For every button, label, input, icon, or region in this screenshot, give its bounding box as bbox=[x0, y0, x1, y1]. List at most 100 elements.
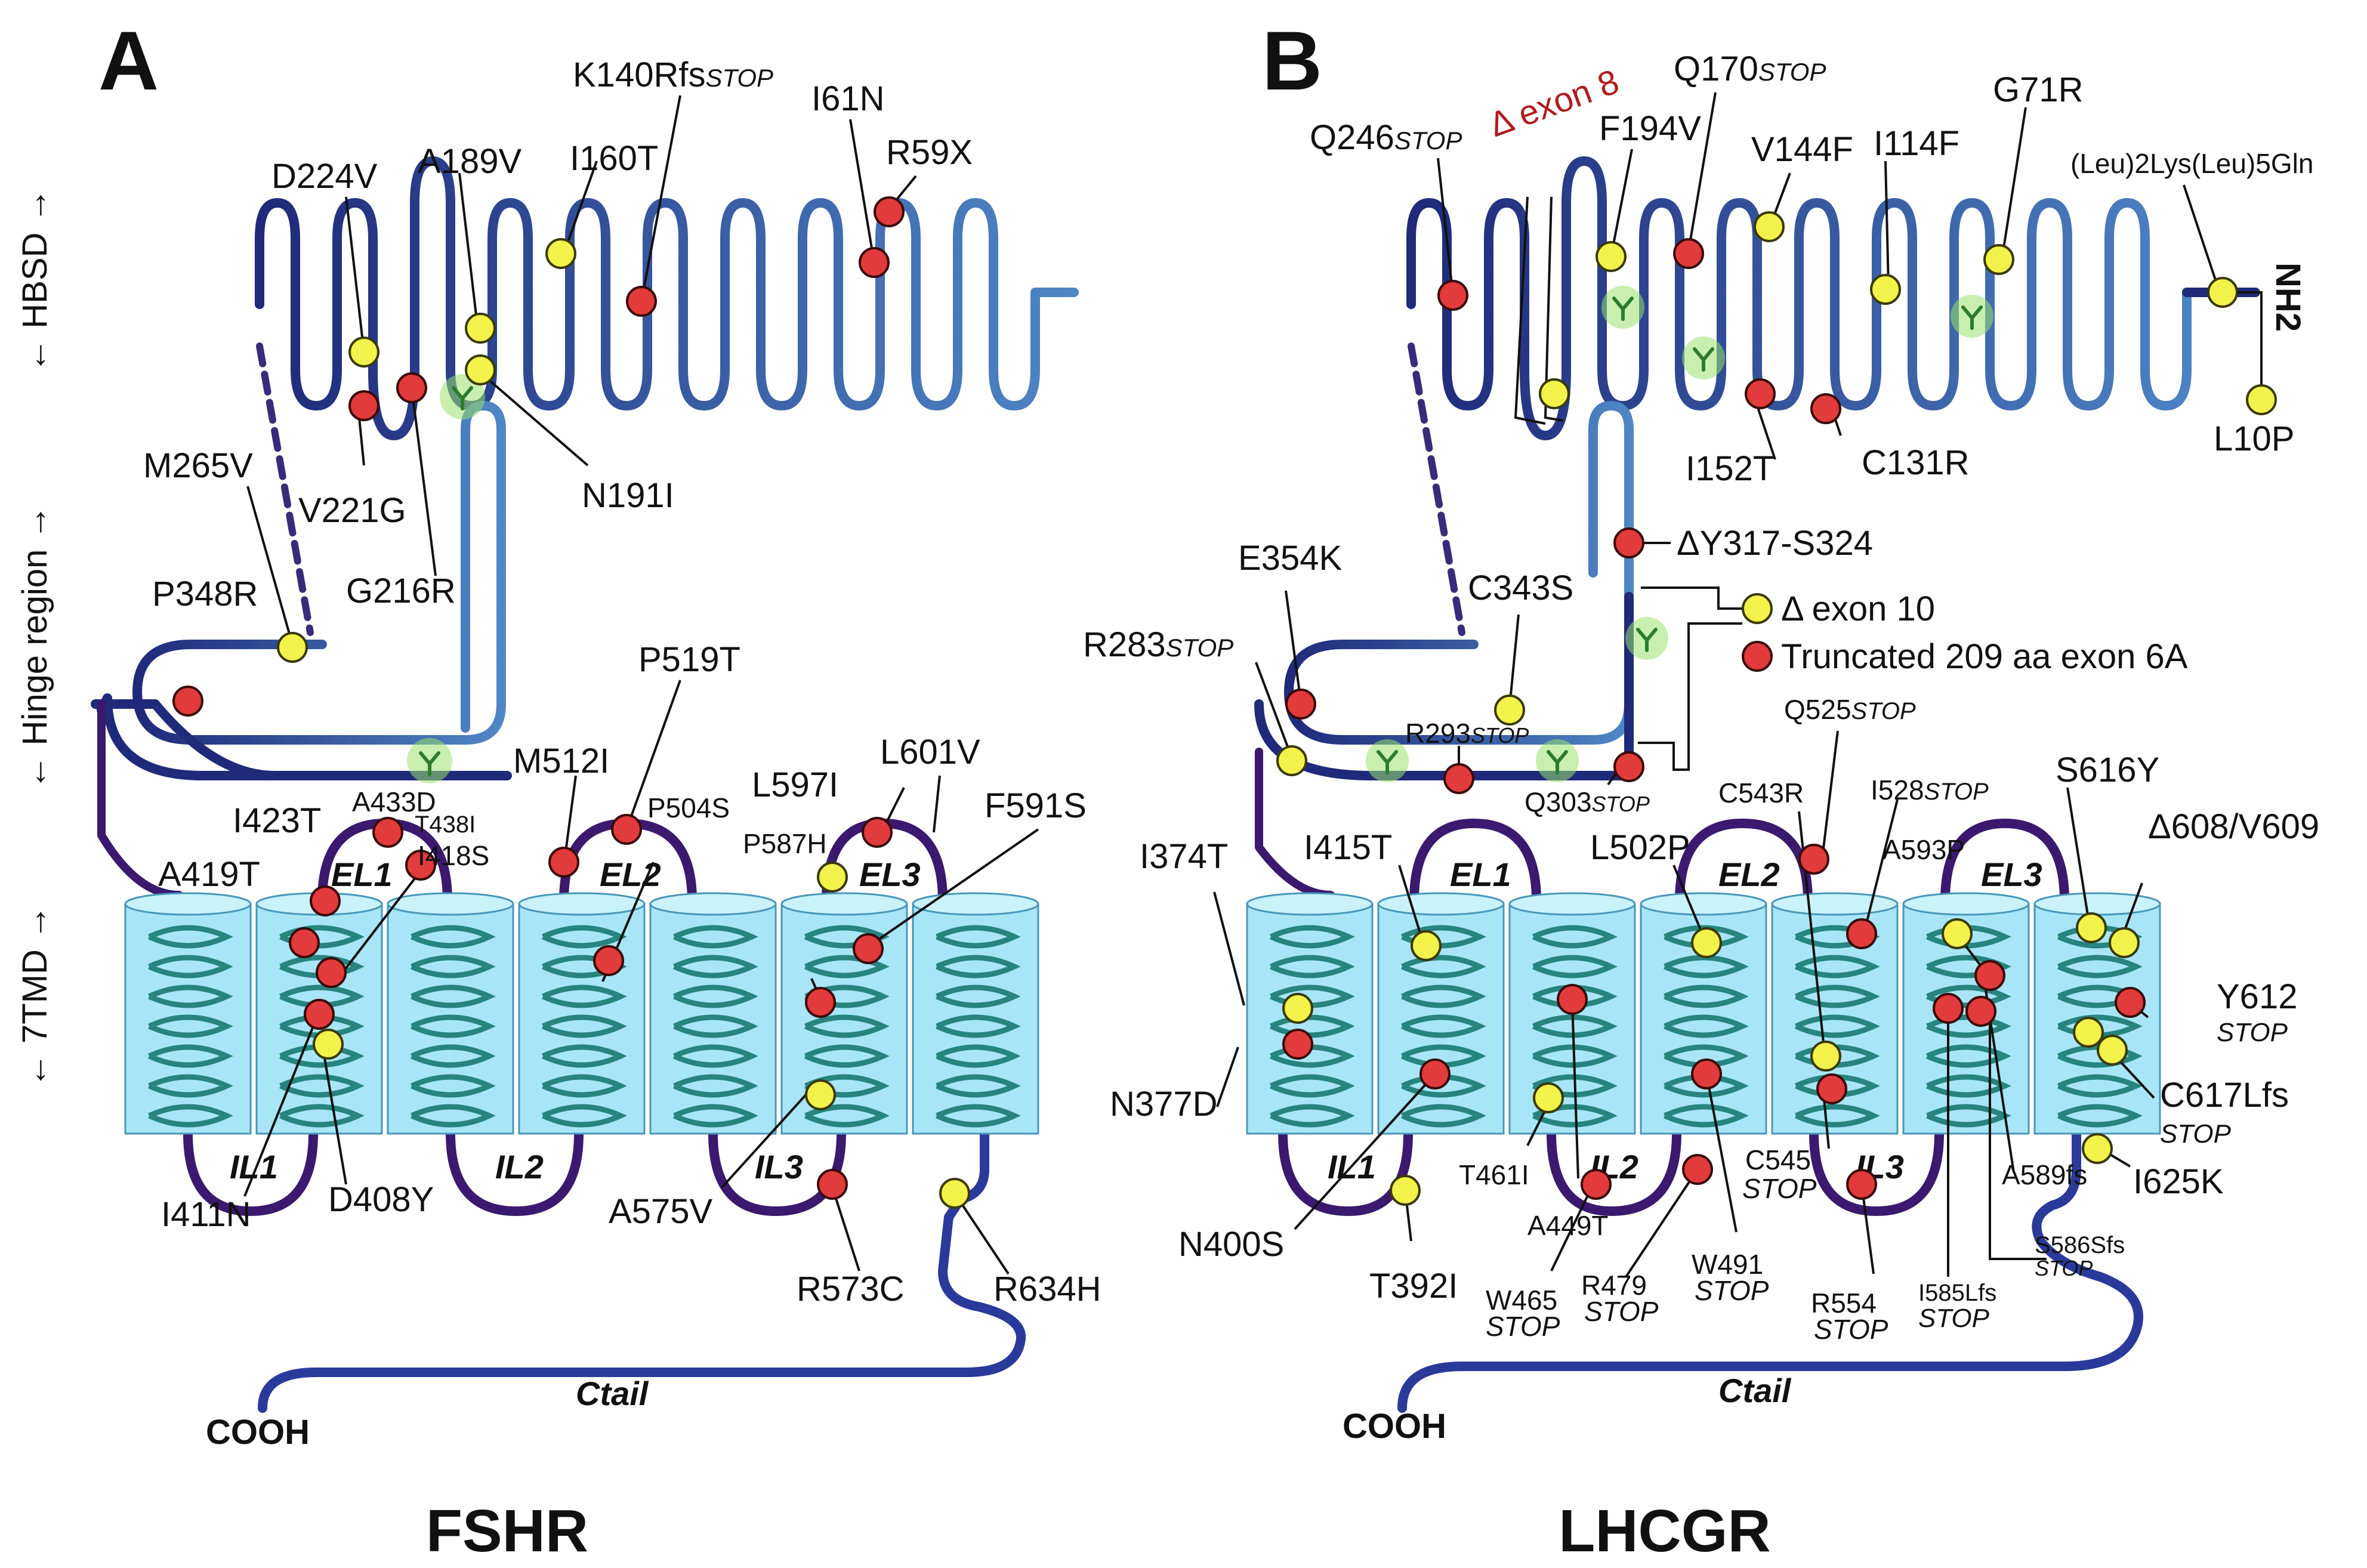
lhcgr-v144f-dot[interactable] bbox=[1754, 211, 1785, 242]
lhcgr-q246-stop: STOP bbox=[1394, 126, 1462, 155]
lhcgr-i585-dot[interactable] bbox=[1933, 993, 1964, 1024]
fshr-il2-label: IL2 bbox=[495, 1148, 544, 1186]
lhcgr-c131r-dot[interactable] bbox=[1810, 393, 1841, 424]
lhcgr-q170-stop: STOP bbox=[1758, 58, 1826, 86]
fshr-i160t-dot[interactable] bbox=[545, 238, 576, 269]
fshr-il3-label: IL3 bbox=[755, 1148, 803, 1186]
fshr-p348r-dot[interactable] bbox=[172, 686, 203, 717]
lhcgr-q170-label: Q170STOP bbox=[1674, 50, 1826, 88]
legend-delta-exon10-text: Δ exon 10 bbox=[1781, 589, 1935, 628]
lhcgr-w491-dot[interactable] bbox=[1691, 1058, 1722, 1089]
lhcgr-e354k-label: E354K bbox=[1238, 539, 1342, 578]
fshr-i418s-dot[interactable] bbox=[316, 957, 347, 988]
lhcgr-q525-dot[interactable] bbox=[1798, 844, 1829, 875]
lhcgr-s586-dot[interactable] bbox=[1965, 996, 1996, 1027]
lhcgr-s586-main: S586Sfs bbox=[2035, 1232, 2125, 1258]
fshr-a433d-label: A433D bbox=[352, 786, 436, 817]
lhcgr-a449t-dot[interactable] bbox=[1557, 984, 1588, 1015]
tmd-side-label: ← 7TMD → bbox=[16, 905, 54, 1088]
lhcgr-t392i-dot[interactable] bbox=[1390, 1175, 1421, 1206]
lhcgr-tm1 bbox=[1246, 892, 1374, 1135]
fshr-tm6 bbox=[780, 892, 908, 1135]
fshr-m512i-label: M512I bbox=[513, 742, 609, 780]
lhcgr-i114f-dot[interactable] bbox=[1870, 274, 1901, 305]
lhcgr-g71r-dot[interactable] bbox=[1983, 244, 2014, 275]
lhcgr-n377d-dot[interactable] bbox=[1282, 1029, 1313, 1060]
fshr-a433d-dot[interactable] bbox=[372, 817, 403, 848]
lhcgr-s586-label: S586Sfs STOP bbox=[2035, 1232, 2131, 1280]
lhcgr-t461i-dot[interactable] bbox=[1533, 1082, 1564, 1113]
fshr-a575v-dot[interactable] bbox=[805, 1079, 836, 1110]
fshr-d224v-dot[interactable] bbox=[348, 337, 379, 368]
fshr-a189v-dot[interactable] bbox=[465, 313, 496, 344]
lhcgr-c343s-dot[interactable] bbox=[1494, 695, 1525, 726]
fshr-l601v-dot[interactable] bbox=[862, 817, 893, 848]
lhcgr-el3-loop bbox=[1940, 819, 2069, 906]
lhcgr-e354k-dot[interactable] bbox=[1285, 689, 1316, 720]
lhcgr-d608-label: Δ608/V609 bbox=[2148, 807, 2319, 846]
fshr-r59x-label: R59X bbox=[886, 133, 973, 172]
lhcgr-s616y-dot[interactable] bbox=[2076, 912, 2107, 943]
fshr-r634h-dot[interactable] bbox=[939, 1178, 970, 1209]
lhcgr-f194v-dot[interactable] bbox=[1596, 241, 1627, 272]
fshr-r59x-dot[interactable] bbox=[874, 196, 905, 227]
lhcgr-r479-dot[interactable] bbox=[1682, 1154, 1713, 1185]
lhcgr-a589fs-dot[interactable] bbox=[1974, 960, 2005, 991]
lhcgr-c617-dot[interactable] bbox=[2073, 1017, 2104, 1048]
lhcgr-c617-stop: STOP bbox=[2160, 1119, 2232, 1149]
lhcgr-l502p-dot[interactable] bbox=[1691, 927, 1722, 958]
lhcgr-delta-exon8-dot[interactable] bbox=[1539, 378, 1570, 409]
lhcgr-leu-ins-dot[interactable] bbox=[2207, 277, 2238, 308]
lhcgr-q246-dot[interactable] bbox=[1437, 280, 1468, 311]
fshr-g216r-dot[interactable] bbox=[396, 372, 427, 403]
lhcgr-q303-dot[interactable] bbox=[1613, 751, 1644, 782]
lhcgr-w465-dot[interactable] bbox=[1581, 1169, 1612, 1200]
fshr-i61n-dot[interactable] bbox=[859, 247, 890, 278]
fshr-v221g-dot[interactable] bbox=[348, 390, 379, 421]
lhcgr-r554-dot[interactable] bbox=[1846, 1169, 1877, 1200]
fshr-d408y-dot[interactable] bbox=[304, 999, 335, 1030]
fshr-n191i-dot[interactable] bbox=[465, 354, 496, 385]
fshr-p519t-label: P519T bbox=[638, 640, 740, 679]
lhcgr-d608-dot[interactable] bbox=[2109, 927, 2140, 958]
fshr-l597i-dot[interactable] bbox=[817, 862, 848, 893]
fshr-ctail-label: Ctail bbox=[576, 1375, 649, 1412]
lhcgr-dy317-dot[interactable] bbox=[1613, 527, 1644, 558]
fshr-m512i-dot[interactable] bbox=[548, 847, 579, 878]
lhcgr-f194v-label: F194V bbox=[1599, 109, 1701, 148]
lhcgr-i625k-dot[interactable] bbox=[2082, 1133, 2113, 1164]
lhcgr-i152t-dot[interactable] bbox=[1745, 378, 1776, 409]
lhcgr-q170-dot[interactable] bbox=[1673, 238, 1704, 269]
hbsd-side-label: ← HBSD → bbox=[16, 188, 54, 372]
lhcgr-y612-dot[interactable] bbox=[2115, 987, 2146, 1018]
fshr-i423t-dot[interactable] bbox=[310, 885, 341, 916]
fshr-r573c-dot[interactable] bbox=[817, 1169, 848, 1200]
fshr-t438i-dot[interactable] bbox=[405, 850, 436, 881]
fshr-k140r-dot[interactable] bbox=[626, 286, 657, 317]
lhcgr-il2-loop bbox=[1547, 1129, 1681, 1216]
lhcgr-i374t-dot[interactable] bbox=[1282, 993, 1313, 1024]
fshr-p504s-dot[interactable] bbox=[593, 945, 624, 976]
lhcgr-r283-dot[interactable] bbox=[1276, 745, 1307, 776]
lhcgr-c543r-dot[interactable] bbox=[1810, 1041, 1841, 1072]
lhcgr-i528-dot[interactable] bbox=[1846, 918, 1877, 949]
lhcgr-r293-dot[interactable] bbox=[1443, 763, 1474, 794]
fshr-p348r-label: P348R bbox=[152, 575, 258, 613]
fshr-p519t-dot[interactable] bbox=[611, 814, 642, 845]
lhcgr-n400s-dot[interactable] bbox=[1419, 1058, 1451, 1089]
fshr-f591s-dot[interactable] bbox=[853, 933, 884, 964]
fshr-mutation-dots bbox=[172, 196, 970, 1209]
lhcgr-il3-loop bbox=[1809, 1129, 1944, 1216]
fshr-i411n-dot[interactable] bbox=[313, 1029, 344, 1060]
fshr-a419t-dot[interactable] bbox=[289, 927, 320, 958]
lhcgr-c545-dot[interactable] bbox=[1816, 1073, 1847, 1104]
fshr-l601v-label: L601V bbox=[880, 733, 980, 771]
fshr-m265v-dot[interactable] bbox=[277, 632, 308, 663]
legend-exon10-bracket bbox=[1641, 587, 1742, 610]
lhcgr-i415t-dot[interactable] bbox=[1411, 930, 1442, 961]
lhcgr-r554-main: R554 bbox=[1811, 1288, 1877, 1319]
lhcgr-l10p-dot[interactable] bbox=[2246, 384, 2277, 415]
fshr-p587h-dot[interactable] bbox=[805, 987, 836, 1018]
lhcgr-a593p-dot[interactable] bbox=[1942, 918, 1973, 949]
lhcgr-c617b-dot[interactable] bbox=[2097, 1035, 2128, 1066]
